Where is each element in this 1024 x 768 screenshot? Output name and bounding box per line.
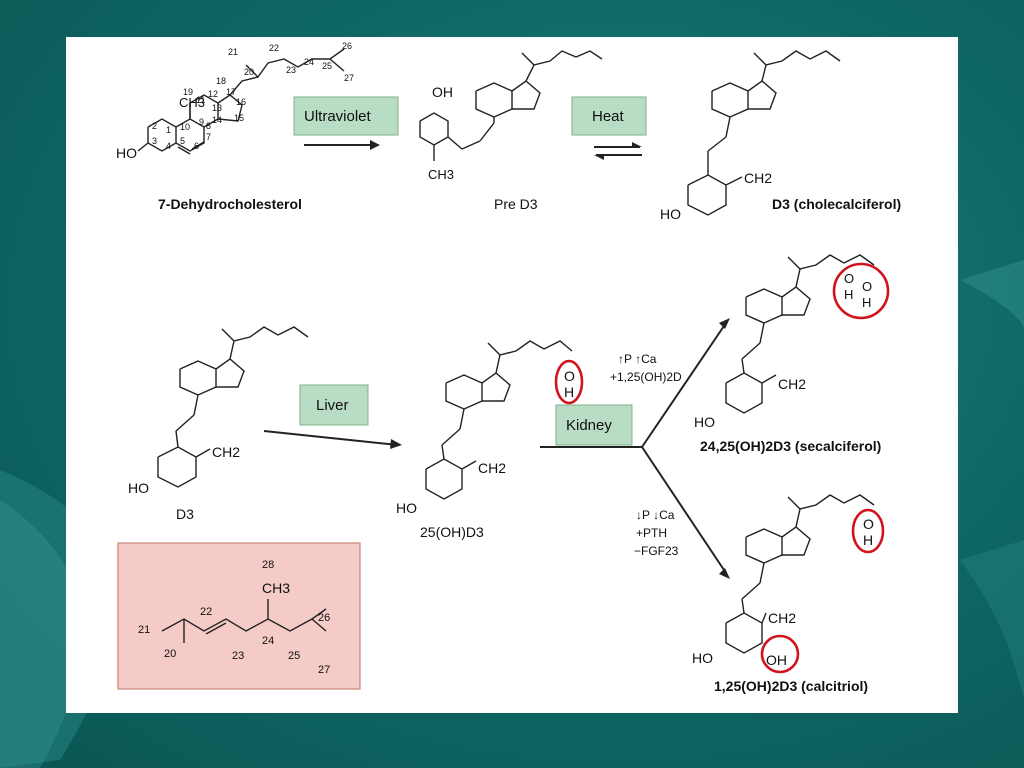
calcitriol-ch2: CH2 xyxy=(768,610,796,626)
ultraviolet-step-box xyxy=(293,96,399,136)
secalciferol-ho: HO xyxy=(694,414,715,430)
svg-text:3: 3 xyxy=(152,136,157,146)
svg-text:22: 22 xyxy=(200,606,212,618)
svg-text:27: 27 xyxy=(318,664,330,676)
d3-row2-ch2: CH2 xyxy=(212,444,240,460)
d3-ho: HO xyxy=(660,206,681,222)
kidney-upper-arrow xyxy=(641,322,727,448)
pre-d3-oh: OH xyxy=(432,84,453,100)
svg-text:20: 20 xyxy=(164,648,176,660)
secalciferol-o2: O xyxy=(862,279,872,294)
hydroxy25-structure: CH2 HO O H xyxy=(396,340,584,516)
calcitriol-1oh: OH xyxy=(766,652,787,668)
highlight-circle-24-25oh xyxy=(832,262,890,320)
svg-text:1: 1 xyxy=(166,125,171,135)
kidney-lower-arrow xyxy=(641,446,727,574)
liver-step-box xyxy=(299,384,369,426)
svg-text:22: 22 xyxy=(269,43,279,53)
svg-text:28: 28 xyxy=(262,559,274,571)
svg-text:16: 16 xyxy=(236,97,246,107)
dehydrocholesterol-label: 7-Dehydrocholesterol xyxy=(158,196,302,212)
secalciferol-h2: H xyxy=(862,295,871,310)
svg-text:14: 14 xyxy=(212,115,222,125)
svg-text:15: 15 xyxy=(234,113,244,123)
svg-text:10: 10 xyxy=(180,122,190,132)
highlight-circle-1oh xyxy=(760,634,800,674)
svg-text:6: 6 xyxy=(194,141,199,151)
secalciferol-ch2: CH2 xyxy=(778,376,806,392)
svg-text:25: 25 xyxy=(288,650,300,662)
svg-text:17: 17 xyxy=(226,87,236,97)
d3-row2-ho: HO xyxy=(128,480,149,496)
heat-step-box xyxy=(571,96,647,136)
regulation-lower-1: ↓P ↓Ca xyxy=(636,508,675,522)
hydroxy25-o: O xyxy=(564,368,575,384)
d3-cholecalciferol-structure: CH2 HO xyxy=(660,50,841,222)
svg-text:25: 25 xyxy=(322,61,332,71)
side-chain-structure: CH3 28 21 20 22 23 24 25 26 27 xyxy=(138,559,330,676)
hydroxy25-h: H xyxy=(564,384,574,400)
svg-text:19: 19 xyxy=(183,87,193,97)
svg-text:24: 24 xyxy=(304,57,314,67)
ho-label: HO xyxy=(116,145,137,161)
svg-text:21: 21 xyxy=(138,624,150,636)
calcitriol-structure: CH2 HO OH O H xyxy=(692,494,885,674)
kidney-label: Kidney xyxy=(566,417,612,434)
svg-text:23: 23 xyxy=(286,65,296,75)
svg-text:4: 4 xyxy=(166,141,171,151)
pre-d3-structure: OH CH3 xyxy=(419,50,603,182)
side-chain-box xyxy=(117,542,361,690)
svg-text:23: 23 xyxy=(232,650,244,662)
svg-text:12: 12 xyxy=(208,89,218,99)
svg-text:20: 20 xyxy=(244,67,254,77)
calcitriol-o: O xyxy=(863,516,874,532)
svg-text:5: 5 xyxy=(180,136,185,146)
ultraviolet-label: Ultraviolet xyxy=(304,108,372,125)
d3-label: D3 xyxy=(176,506,194,522)
hydroxy25-ho: HO xyxy=(396,500,417,516)
highlight-circle-25oh-calcitriol xyxy=(851,508,885,554)
svg-text:24: 24 xyxy=(262,635,274,647)
svg-text:26: 26 xyxy=(342,41,352,51)
liver-label: Liver xyxy=(316,397,349,414)
svg-text:8: 8 xyxy=(206,121,211,131)
hydroxy25-ch2: CH2 xyxy=(478,460,506,476)
svg-text:11: 11 xyxy=(196,95,205,105)
pre-d3-ch3: CH3 xyxy=(428,167,454,182)
side-chain-numbering: 28 21 20 22 23 24 25 26 27 xyxy=(138,559,330,676)
secalciferol-label: 24,25(OH)2D3 (secalciferol) xyxy=(700,438,881,454)
svg-text:21: 21 xyxy=(228,47,238,57)
svg-text:26: 26 xyxy=(318,612,330,624)
calcitriol-label: 1,25(OH)2D3 (calcitriol) xyxy=(714,678,868,694)
secalciferol-h1: H xyxy=(844,287,853,302)
regulation-upper-1: ↑P ↑Ca xyxy=(618,352,657,366)
pre-d3-label: Pre D3 xyxy=(494,196,538,212)
svg-text:18: 18 xyxy=(216,76,226,86)
regulation-upper-2: +1,25(OH)2D xyxy=(610,370,682,384)
secalciferol-structure: CH2 HO O H O H xyxy=(694,254,890,430)
heat-label: Heat xyxy=(592,108,625,125)
secalciferol-o1: O xyxy=(844,271,854,286)
svg-text:2: 2 xyxy=(152,121,157,131)
calcitriol-ho: HO xyxy=(692,650,713,666)
d3-structure: CH2 HO xyxy=(128,326,309,496)
liver-arrow xyxy=(263,430,399,446)
svg-text:27: 27 xyxy=(344,73,354,83)
d3-ch2: CH2 xyxy=(744,170,772,186)
svg-text:9: 9 xyxy=(199,117,204,127)
regulation-lower-3: −FGF23 xyxy=(634,544,679,558)
side-chain-ch3: CH3 xyxy=(262,580,290,596)
hydroxy25-label: 25(OH)D3 xyxy=(420,524,484,540)
regulation-lower-2: +PTH xyxy=(636,526,667,540)
svg-text:13: 13 xyxy=(212,103,222,113)
calcitriol-h: H xyxy=(863,532,873,548)
d3-cholecalciferol-label: D3 (cholecalciferol) xyxy=(772,196,901,212)
ch3-label: CH3 xyxy=(179,95,205,110)
svg-text:7: 7 xyxy=(206,132,211,142)
kidney-step-box xyxy=(555,404,633,446)
highlight-circle-25oh xyxy=(554,359,584,405)
